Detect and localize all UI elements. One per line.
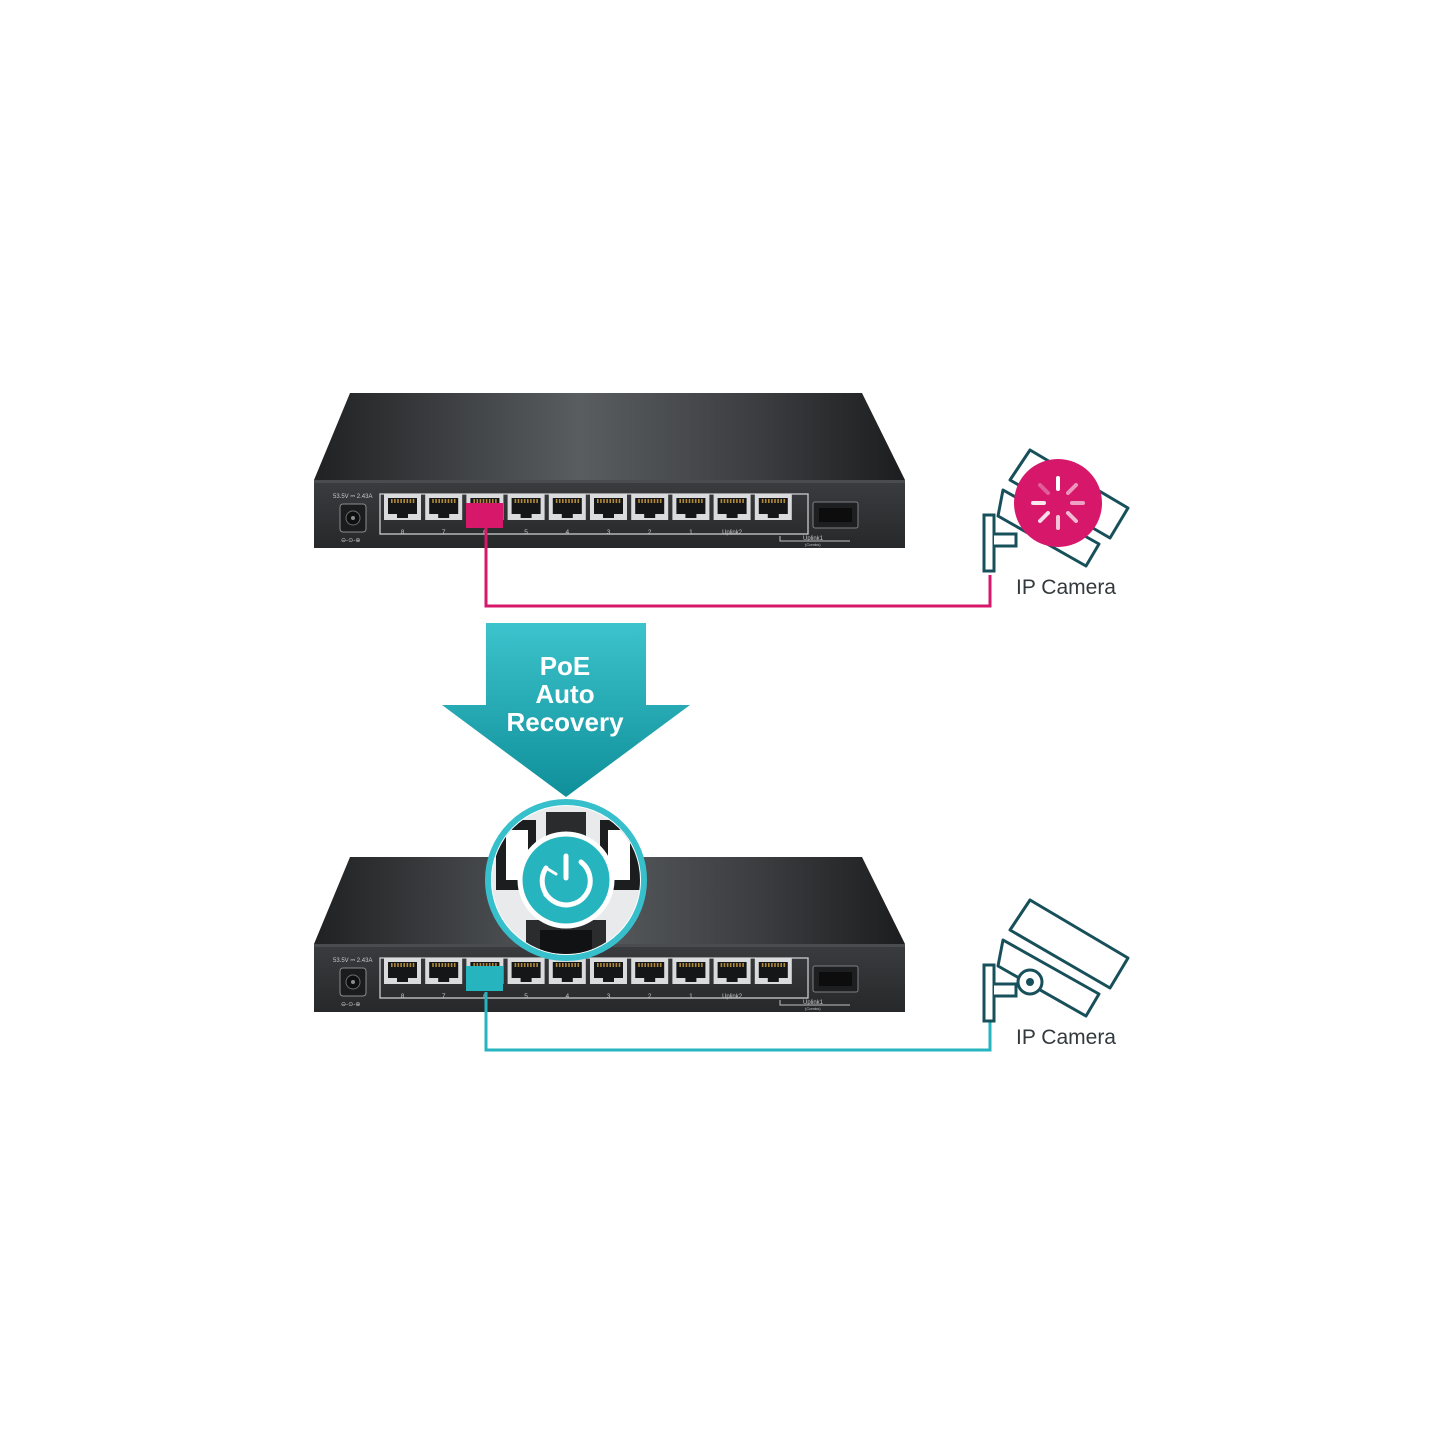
port-label-7: 7: [442, 993, 446, 1000]
rj45-port-7: 7: [425, 958, 463, 1000]
loading-spinner-icon: [1031, 476, 1085, 530]
power-rating-label: 53.5V ⎓ 2.43A: [333, 494, 372, 500]
rj45-port-8: 8: [384, 958, 421, 1000]
recovered-port-highlight: [466, 966, 503, 991]
arrow-label-line-3: Recovery: [506, 707, 624, 737]
rj45-port-4: 4: [548, 494, 586, 536]
switch-top-lid: [314, 393, 905, 480]
fault-port-highlight: [466, 503, 503, 528]
arrow-label: PoE Auto Recovery: [470, 652, 660, 736]
port-label-2: 2: [648, 993, 652, 1000]
port-label-4: 4: [565, 993, 569, 1000]
arrow-label-line-1: PoE: [539, 651, 591, 681]
power-rating-label: 53.5V ⎓ 2.43A: [333, 958, 372, 964]
uplink1-label: Uplink1: [803, 1000, 824, 1006]
ip-camera-label-bottom: IP Camera: [1016, 1026, 1116, 1049]
port-label-4: 4: [565, 529, 569, 536]
camera-ok-icon: [982, 898, 1130, 1023]
combo-label: (Combo): [805, 1006, 821, 1011]
rj45-port-3: 3: [590, 494, 627, 536]
rj45-port-1: 1: [672, 494, 710, 536]
rj45-port-5: 5: [507, 958, 545, 1000]
rj45-port-uplink2: Uplink2: [713, 958, 751, 1000]
rj45-port-uplink2: Uplink2: [713, 494, 751, 536]
rj45-port-2: 2: [631, 494, 669, 536]
rj45-port-8: 8: [384, 494, 421, 536]
port-label-uplink2: Uplink2: [722, 530, 743, 536]
port-label-3: 3: [607, 993, 611, 1000]
svg-text:⊖-⊙-⊕: ⊖-⊙-⊕: [341, 537, 360, 544]
camera-fault-icon: [982, 448, 1130, 573]
power-restart-icon: [539, 853, 593, 908]
arrow-label-line-2: Auto: [535, 679, 595, 709]
fault-cable-line: [484, 528, 992, 608]
port-label-3: 3: [607, 529, 611, 536]
port-label-1: 1: [689, 993, 693, 1000]
combo-label: (Combo): [805, 542, 821, 547]
fault-indicator: [1014, 459, 1102, 547]
rj45-port-3: 3: [590, 958, 627, 1000]
rj45-port-uplink1: [754, 958, 792, 984]
port-label-uplink2: Uplink2: [722, 994, 743, 1000]
rj45-port-5: 5: [507, 494, 545, 536]
rj45-port-4: 4: [548, 958, 586, 1000]
rj45-port-2: 2: [631, 958, 669, 1000]
uplink1-label: Uplink1: [803, 536, 824, 542]
port-label-7: 7: [442, 529, 446, 536]
recovered-cable-line: [484, 992, 992, 1052]
poe-auto-recovery-arrow: [442, 623, 690, 797]
rj45-port-7: 7: [425, 494, 463, 536]
ip-camera-label-top: IP Camera: [1016, 576, 1116, 599]
port-label-5: 5: [524, 529, 528, 536]
svg-text:⊖-⊙-⊕: ⊖-⊙-⊕: [341, 1001, 360, 1008]
port-label-2: 2: [648, 529, 652, 536]
rj45-port-1: 1: [672, 958, 710, 1000]
zoom-bubble: [485, 799, 647, 961]
port-label-5: 5: [524, 993, 528, 1000]
port-label-8: 8: [401, 993, 405, 1000]
port-label-8: 8: [401, 529, 405, 536]
port-label-1: 1: [689, 529, 693, 536]
rj45-port-uplink1: [754, 494, 792, 520]
